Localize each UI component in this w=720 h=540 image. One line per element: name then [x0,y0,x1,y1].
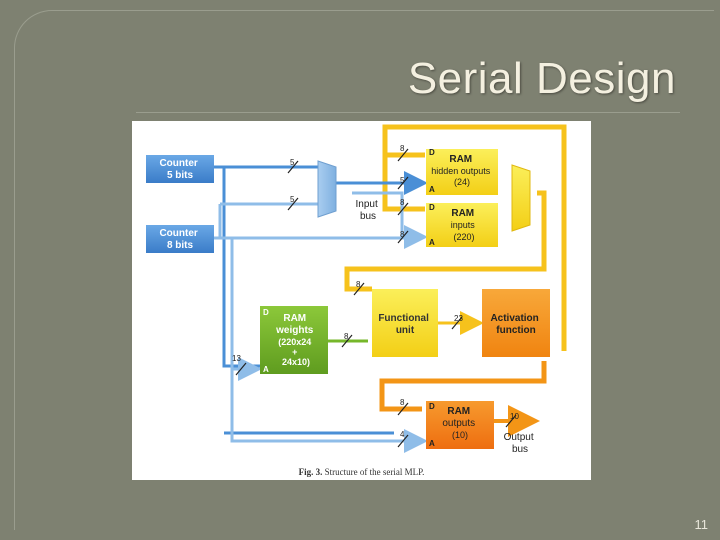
slash-out-bus [505,414,517,428]
orange-output-bus [379,361,547,412]
counter-5-bits-block [146,155,214,183]
width-fu-top: 8 [356,280,361,289]
port-a-inputs: A [429,238,435,247]
port-a-weights: A [263,365,269,374]
slash-hidden-d [397,148,409,162]
width-weights-a: 13 [232,354,241,363]
address-bus-light [230,238,428,453]
slash-counter8 [287,197,299,211]
width-fu-out: 23 [454,314,463,323]
svg-text:RAM outputs (10): RAM outputs (10) [442,406,477,440]
port-d-inputs: D [429,203,435,212]
width-inputs-a: 8 [400,230,405,239]
page-number: 11 [694,517,709,532]
port-d-hidden: D [429,148,435,157]
ram-outputs-block [426,401,494,449]
title-divider [136,112,680,113]
slide-title: Serial Design [407,54,676,103]
svg-text:RAM weights (220x2: RAM weights (220x24 + 24x10) [275,313,316,367]
mlp-structure-figure: Counter 5 bits Counter 8 bits Input bus … [132,121,591,480]
slash-fu-left [341,334,353,348]
slash-inputs-a [397,230,409,244]
caption-text: Structure of the serial MLP. [324,467,425,477]
functional-unit-block [372,289,438,357]
slash-outputs-d [397,402,409,416]
svg-text:Counter 8 bits: Counter 8 bits [159,228,200,251]
caption-label: Fig. 3. [298,467,323,477]
ram-hidden-outputs-block [426,149,498,195]
slash-weights-a [235,362,247,376]
width-out-bus: 10 [510,412,519,421]
width-inputs-d: 8 [400,198,405,207]
activation-function-block [482,289,550,357]
width-outputs-d: 8 [400,398,405,407]
width-counter5: 5 [290,158,295,167]
output-bus-label: Output bus [504,432,537,455]
svg-text:RAM inputs (220): RAM inputs (220) [451,208,478,242]
port-d-weights: D [263,308,269,317]
port-a-outputs: A [429,439,435,448]
ram-inputs-block [426,203,498,247]
input-mux [317,160,337,218]
block-diagram: Counter 5 bits Counter 8 bits Input bus … [146,124,567,455]
width-fu-left: 8 [344,332,349,341]
svg-text:Activation function: Activation function [490,313,541,336]
width-counter8: 5 [290,195,295,204]
port-a-hidden: A [429,185,435,194]
slash-fu-top [353,282,365,296]
ram-weights-block [260,306,328,374]
figure-caption: Fig. 3. Structure of the serial MLP. [132,467,591,477]
port-d-outputs: D [429,402,435,411]
slash-inputs-d [397,202,409,216]
slash-outputs-a [397,434,409,448]
slash-hidden-a [397,176,409,190]
counter8-bus [214,191,428,249]
yellow-feedback-bus [344,124,567,351]
width-hidden-d: 8 [400,144,405,153]
input-bus-label: Input bus [355,199,380,222]
slash-counter5 [287,160,299,174]
svg-text:Counter 5 bits: Counter 5 bits [159,158,200,181]
svg-text:Functional unit: Functional unit [378,313,431,336]
width-hidden-a: 5 [400,176,405,185]
slide-frame [14,10,714,530]
svg-text:RAM hidden outputs: RAM hidden outputs (24) [431,154,493,187]
width-outputs-a: 4 [400,430,405,439]
hidden-mux [511,164,531,232]
counter-8-bits-block [146,225,214,253]
slash-fu-out [451,316,463,330]
